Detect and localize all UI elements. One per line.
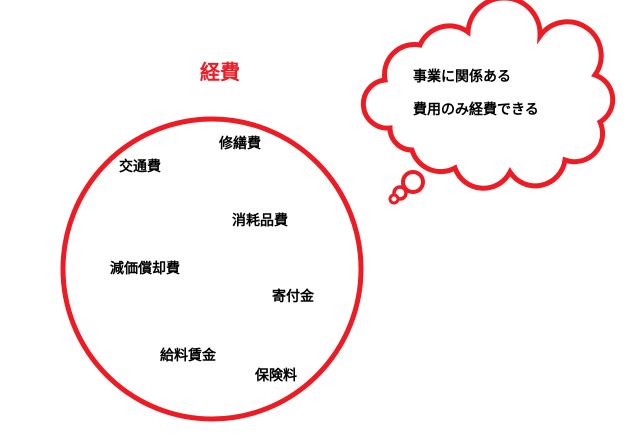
item-repair: 修繕費 <box>219 136 261 152</box>
item-salary: 給料賃金 <box>160 348 216 364</box>
thought-bubble-small <box>388 193 400 205</box>
item-insurance: 保険料 <box>255 368 297 384</box>
thought-line-1: 事業に関係ある <box>413 69 511 85</box>
thought-bubble-large <box>401 170 425 194</box>
item-transport: 交通費 <box>119 159 161 175</box>
item-depreciation: 減価償却費 <box>110 261 180 277</box>
thought-cloud <box>360 0 616 191</box>
item-donation: 寄付金 <box>272 289 314 305</box>
item-supplies: 消耗品費 <box>232 213 288 229</box>
expense-circle <box>60 116 364 422</box>
thought-line-2: 費用のみ経費できる <box>413 102 539 118</box>
diagram-title: 経費 <box>200 60 240 84</box>
